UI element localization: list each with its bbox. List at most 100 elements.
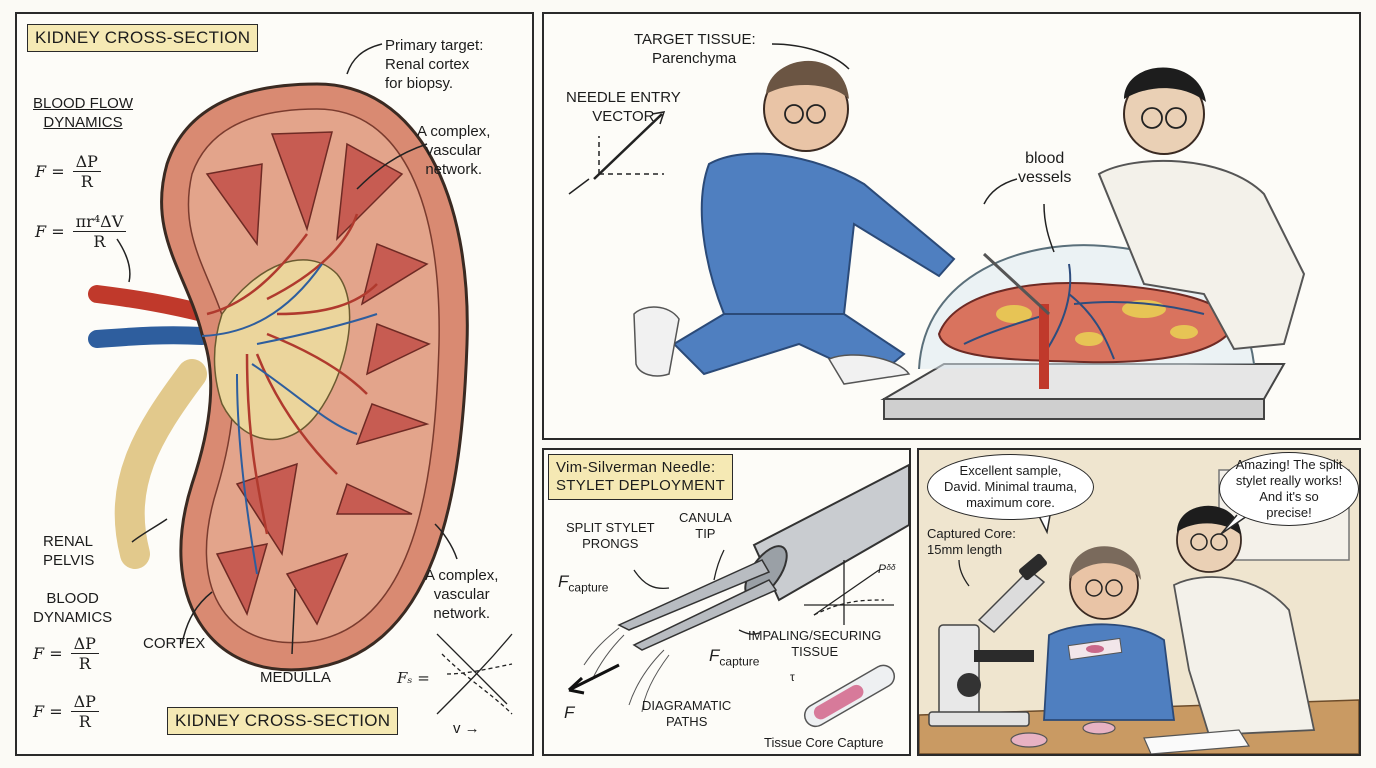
cortex-label: CORTEX bbox=[143, 635, 206, 652]
p-delta-label: Pᵟᵟ bbox=[878, 562, 896, 576]
tissue-core-capture-label: Tissue Core Capture bbox=[764, 735, 884, 750]
ureter bbox=[114, 359, 207, 569]
equation-denominator: R bbox=[93, 232, 106, 251]
lab-scene-illustration bbox=[919, 469, 1359, 754]
blood-flow-dynamics-label: BLOOD FLOW DYNAMICS bbox=[33, 95, 134, 131]
renal-pelvis-label: RENAL PELVIS bbox=[43, 533, 95, 569]
vascular-network-label-1: A complex, vascular network. bbox=[417, 123, 491, 178]
speech-bubble-right: Amazing! The split stylet really works! … bbox=[1219, 452, 1359, 526]
speech-bubble-right-text: Amazing! The split stylet really works! … bbox=[1235, 457, 1343, 520]
f-capture-symbol: F bbox=[709, 646, 720, 665]
panel-title-top: KIDNEY CROSS-SECTION bbox=[27, 24, 259, 52]
equation-denominator: R bbox=[78, 654, 91, 673]
speech-bubble-left-text: Excellent sample, David. Minimal trauma,… bbox=[944, 463, 1077, 510]
glasses bbox=[784, 104, 1187, 129]
blood-vessels-label: blood vessels bbox=[1018, 150, 1072, 186]
panel3-arrows bbox=[633, 549, 760, 635]
lab-result-panel: Excellent sample, David. Minimal trauma,… bbox=[917, 448, 1361, 756]
woman-hair bbox=[766, 60, 849, 99]
equation-denominator: R bbox=[78, 712, 91, 731]
force-vector-diagram bbox=[436, 633, 513, 715]
f-capture-symbol: F bbox=[558, 572, 569, 591]
woman-shoe-back bbox=[633, 306, 680, 377]
parenchyma-label: Parenchyma bbox=[652, 50, 737, 67]
microscope bbox=[928, 553, 1047, 727]
medullary-pyramids bbox=[205, 131, 431, 626]
needle-entry-vector-label: NEEDLE ENTRY VECTOR bbox=[566, 89, 681, 125]
petri-dish-2 bbox=[1082, 721, 1116, 735]
renal-vein bbox=[88, 326, 211, 348]
force-arrowhead bbox=[567, 676, 585, 695]
diagramatic-paths-label: DIAGRAMATIC PATHS bbox=[642, 698, 732, 729]
blood-dynamics-label: BLOOD DYNAMICS bbox=[33, 590, 113, 626]
stylet-prong-upper bbox=[617, 559, 771, 631]
force-arrow bbox=[568, 663, 620, 692]
woman-scrubs bbox=[1043, 623, 1176, 721]
equation-numerator: ΔP bbox=[70, 692, 99, 712]
speech-bubble-left: Excellent sample, David. Minimal trauma,… bbox=[927, 454, 1094, 520]
woman-scrubs-top bbox=[700, 152, 956, 315]
equation-lhs: F = bbox=[35, 162, 65, 181]
slide-sample bbox=[1086, 645, 1104, 653]
equation-denominator: R bbox=[80, 172, 93, 191]
medulla-label: MEDULLA bbox=[260, 669, 331, 686]
biopsy-practice-panel: TARGET TISSUE: Parenchyma NEEDLE ENTRY V… bbox=[542, 12, 1361, 440]
f-capture-subscript: capture bbox=[568, 580, 609, 595]
equation-numerator: πr⁴ΔV bbox=[72, 212, 127, 232]
target-tissue-label: TARGET TISSUE: bbox=[634, 31, 756, 48]
man-hair bbox=[1177, 505, 1241, 535]
bubble-tail-right bbox=[1220, 514, 1248, 535]
tau-label: τ bbox=[790, 670, 795, 684]
model-base bbox=[880, 363, 1286, 400]
man-lab-coat bbox=[1097, 159, 1306, 351]
glasses bbox=[1085, 533, 1228, 597]
fs-equation-label: Fₛ = bbox=[397, 669, 430, 687]
vascular-network-label-2: A complex, vascular network. bbox=[425, 567, 499, 622]
tissue-core-capsule bbox=[803, 664, 896, 728]
annotation-arrows bbox=[116, 43, 458, 655]
venous-branches bbox=[201, 263, 378, 575]
man-hair bbox=[1124, 67, 1206, 102]
primary-target-label: Primary target: Renal cortex for biopsy. bbox=[385, 37, 484, 92]
arterial-branches bbox=[206, 213, 378, 535]
velocity-label: v → bbox=[453, 720, 480, 737]
biopsy-needle bbox=[982, 252, 1051, 316]
f-capture-label-1: Fcapture bbox=[558, 572, 608, 597]
model-base-front bbox=[883, 398, 1265, 420]
stylet-prong-lower bbox=[632, 579, 778, 651]
panel-title-bottom: KIDNEY CROSS-SECTION bbox=[167, 707, 399, 735]
force-f-label: F bbox=[564, 703, 575, 722]
equation-numerator: ΔP bbox=[70, 634, 99, 654]
man-lab-coat bbox=[1172, 576, 1316, 736]
equation-lhs: F = bbox=[33, 644, 63, 663]
needle-illustration bbox=[567, 463, 909, 728]
equation-lhs: F = bbox=[35, 222, 65, 241]
panel2-annotation-arrows bbox=[771, 43, 1055, 253]
kidney-illustration bbox=[88, 43, 513, 715]
petri-dish-1 bbox=[1010, 732, 1048, 748]
impaling-securing-label: IMPALING/SECURING TISSUE bbox=[748, 628, 882, 659]
split-stylet-label: SPLIT STYLET PRONGS bbox=[566, 520, 655, 551]
kidney-panel: KIDNEY CROSS-SECTION Primary target: Ren… bbox=[15, 12, 534, 756]
vector-axes bbox=[804, 560, 894, 625]
panel3-title: Vim-Silverman Needle: STYLET DEPLOYMENT bbox=[548, 454, 734, 500]
clipboard bbox=[1143, 729, 1251, 754]
f-capture-subscript: capture bbox=[719, 654, 760, 669]
woman-hair bbox=[1069, 546, 1141, 580]
equation-lhs: F = bbox=[33, 702, 63, 721]
captured-core-arrow bbox=[958, 559, 970, 587]
needle-entry-vector-diagram bbox=[568, 111, 666, 195]
f-capture-label-2: Fcapture bbox=[709, 646, 759, 671]
woman-shoe-front bbox=[827, 354, 911, 385]
model-blood-vessels bbox=[963, 263, 1205, 360]
canula-tip-label: CANULA TIP bbox=[679, 510, 732, 541]
biopsy-scene-illustration bbox=[568, 43, 1306, 420]
equation-numerator: ΔP bbox=[72, 152, 101, 172]
captured-core-label: Captured Core: 15mm length bbox=[927, 526, 1016, 557]
stylet-deployment-panel: Vim-Silverman Needle: STYLET DEPLOYMENT … bbox=[542, 448, 911, 756]
